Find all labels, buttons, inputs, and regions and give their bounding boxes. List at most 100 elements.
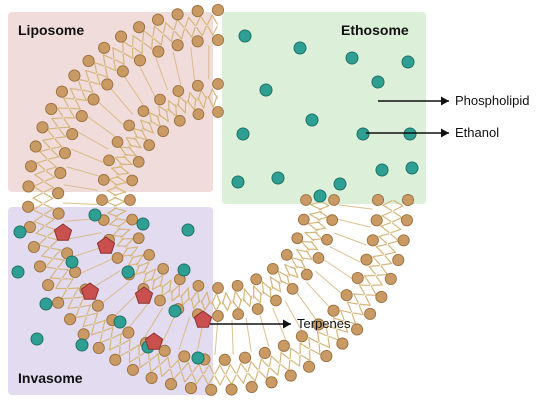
phospholipid-head <box>173 114 186 127</box>
phospholipid-head <box>238 351 252 364</box>
lipid-tail <box>299 342 310 350</box>
lipid-tail <box>101 319 106 331</box>
lipid-tail <box>49 277 62 280</box>
lipid-tail <box>325 324 329 336</box>
lipid-tail <box>153 25 163 34</box>
lipid-tail <box>148 121 154 134</box>
phospholipid-head <box>103 154 115 167</box>
phospholipid-head <box>211 33 225 47</box>
lipid-tail <box>195 15 201 26</box>
lipid-tail <box>115 218 128 222</box>
phospholipid-head <box>126 213 139 226</box>
lipid-tail <box>80 304 92 308</box>
lipid-tail <box>214 375 221 386</box>
lipid-tail <box>152 25 156 38</box>
lipid-tail <box>81 258 113 274</box>
lipid-tail <box>295 291 317 321</box>
lipid-tail <box>167 356 171 368</box>
terpene-molecule <box>53 223 73 241</box>
lipid-tail <box>172 371 181 381</box>
lipid-tail <box>89 81 101 86</box>
lipid-tail <box>172 51 182 85</box>
lipid-tail <box>178 284 181 297</box>
lipid-tail <box>232 290 236 304</box>
lipid-tail <box>382 200 393 206</box>
lipid-tail <box>258 370 268 380</box>
lipid-tail <box>57 268 69 271</box>
lipid-tail <box>307 221 321 225</box>
phospholipid-head <box>116 65 129 78</box>
lipid-tail <box>192 373 198 385</box>
lipid-tail <box>392 211 403 219</box>
lipid-tail <box>132 35 143 43</box>
phospholipid-head <box>23 220 36 234</box>
lipid-tail <box>206 14 213 25</box>
lipid-tail <box>116 175 128 184</box>
lipid-tail <box>116 219 128 228</box>
lipid-tail <box>32 185 43 193</box>
phospholipid-head <box>171 39 184 52</box>
lipid-tail <box>307 222 319 232</box>
lipid-tail <box>60 289 68 300</box>
lipid-tail <box>245 317 252 352</box>
lipid-tail <box>120 338 131 346</box>
lipid-tail <box>225 363 231 375</box>
phospholipid-head <box>133 21 146 34</box>
lipid-tail <box>368 265 376 276</box>
lipid-tail <box>323 258 353 279</box>
lipid-tail <box>116 172 130 176</box>
lipid-tail <box>378 233 390 238</box>
lipid-tail <box>219 375 226 386</box>
lipid-tail <box>201 25 207 37</box>
lipid-tail <box>380 222 392 227</box>
lipid-tail <box>155 57 169 91</box>
lipid-tail <box>184 373 192 383</box>
lipid-tail <box>45 225 57 231</box>
lipid-tail <box>329 246 361 263</box>
lipid-tail <box>214 320 219 356</box>
phospholipid-head <box>91 299 104 312</box>
ethanol-molecule <box>168 304 182 318</box>
lipid-tail <box>32 203 43 211</box>
lipid-tail <box>123 155 133 166</box>
lipid-tail <box>142 42 153 50</box>
lipid-tail <box>380 262 393 266</box>
lipid-tail <box>54 279 62 290</box>
lipid-tail <box>56 107 64 118</box>
lipid-tail <box>118 345 121 358</box>
lipid-tail <box>37 244 50 248</box>
lipid-tail <box>359 303 371 306</box>
phospholipid-head <box>75 110 88 123</box>
ethanol-molecule <box>313 189 327 203</box>
lipid-tail <box>258 358 262 370</box>
lipid-tail <box>72 287 80 298</box>
lipid-tail <box>269 276 274 289</box>
lipid-tail <box>265 367 270 380</box>
ethanol-molecule <box>11 265 25 279</box>
phospholipid-head <box>137 105 150 117</box>
lipid-tail <box>336 328 349 333</box>
phospholipid-head <box>340 289 353 302</box>
phospholipid-head <box>212 310 224 322</box>
lipid-tail <box>78 131 109 150</box>
lipid-tail <box>35 232 47 238</box>
ethanol-molecule <box>113 315 127 329</box>
lipid-tail <box>247 372 256 382</box>
lipid-tail <box>387 244 397 253</box>
lipid-tail <box>212 25 218 36</box>
lipid-tail <box>391 222 402 230</box>
lipid-tail <box>242 372 248 384</box>
ethanol-molecule <box>39 297 53 311</box>
lipid-tail <box>203 374 209 386</box>
phospholipid-head <box>300 194 312 206</box>
lipid-tail <box>162 21 167 34</box>
lipid-tail <box>296 249 309 253</box>
lipid-tail <box>45 258 53 268</box>
ethosome-region <box>222 12 426 204</box>
lipid-tail <box>87 312 99 317</box>
lipid-tail <box>50 247 62 251</box>
ethanol-molecule <box>238 29 252 43</box>
lipid-tail <box>363 275 371 285</box>
phospholipid-head <box>384 272 397 285</box>
lipid-tail <box>73 296 85 299</box>
